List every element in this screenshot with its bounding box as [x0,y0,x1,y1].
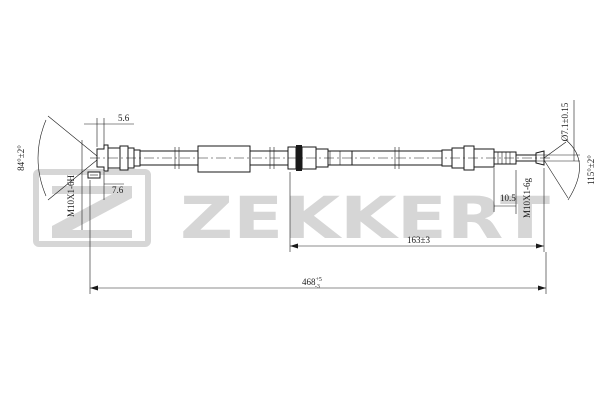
left-offset-label: 7.6 [112,185,124,195]
support-sleeve [197,145,251,173]
right-diameter-dimension: Ø7.1±0.15 [536,100,580,162]
right-offset-label: 10.5 [500,193,516,203]
right-diameter-label: Ø7.1±0.15 [560,102,570,141]
left-banjo-head [96,144,109,172]
watermark-brand-text: ZEKKERT [180,184,551,252]
segment-length-label: 163±3 [407,235,430,245]
right-angle-dimension: 115°±2° [543,139,596,201]
left-offset-dimension: 7.6 [103,172,124,200]
right-angle-arc [565,139,580,201]
left-thread-label: M10X1-6H [66,175,76,217]
hose-assembly [87,144,552,179]
left-angle-dimension: 84°±2° [16,115,98,201]
left-angle-arc [37,119,47,197]
right-offset-dimension: 10.5 [493,168,516,212]
segment-length-dimension: 163±3 [289,168,545,252]
right-thread-label: M10X1-6g [522,178,532,218]
bracket-plate [296,145,302,171]
left-thread-dimension: M10X1-6H [66,140,83,230]
zekkert-watermark-logo: ZEKKERT [33,169,551,252]
left-angle-label: 84°±2° [16,145,26,171]
right-angle-label: 115°±2° [586,155,596,185]
total-length-dimension: 468+5-3 [89,180,547,294]
watermark-logo-z-mark [52,186,132,238]
right-thread-dimension: M10X1-6g [515,170,532,218]
left-tab-width-label: 5.6 [118,113,130,123]
total-length-label: 468+5-3 [302,277,322,290]
left-tab-width-dimension: 5.6 [84,113,134,147]
